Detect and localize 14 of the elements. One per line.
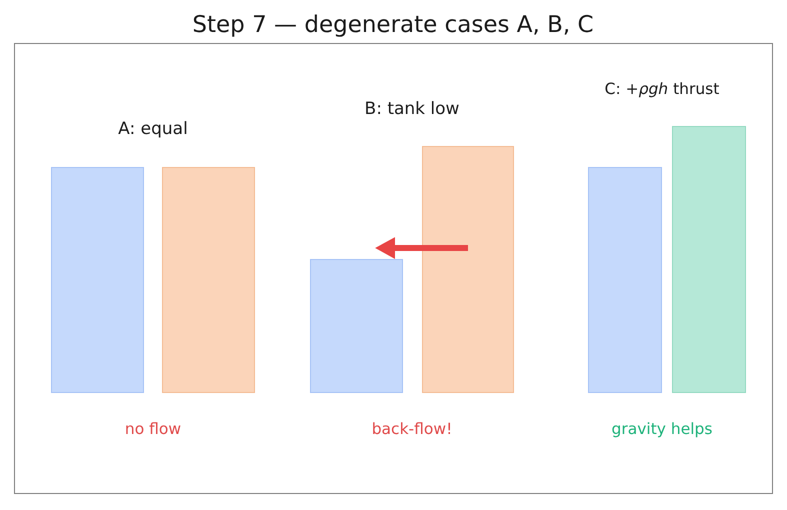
level-bar [672, 126, 746, 393]
level-bar [310, 259, 403, 393]
outcome-label: no flow [124, 421, 182, 439]
outcome-label: gravity helps [612, 421, 712, 439]
title: Step 7 — degenerate cases A, B, C [192, 12, 594, 38]
level-bar [588, 167, 662, 393]
outcome-label: back-flow! [372, 421, 452, 439]
case-label: B: tank low [364, 100, 460, 120]
flow-arrow [375, 237, 468, 259]
case-label: A: equal [118, 120, 188, 140]
level-bar [422, 146, 514, 393]
case-label: C: +ρgh thrust [604, 81, 720, 99]
level-bar [162, 167, 255, 393]
level-bar [51, 167, 144, 393]
